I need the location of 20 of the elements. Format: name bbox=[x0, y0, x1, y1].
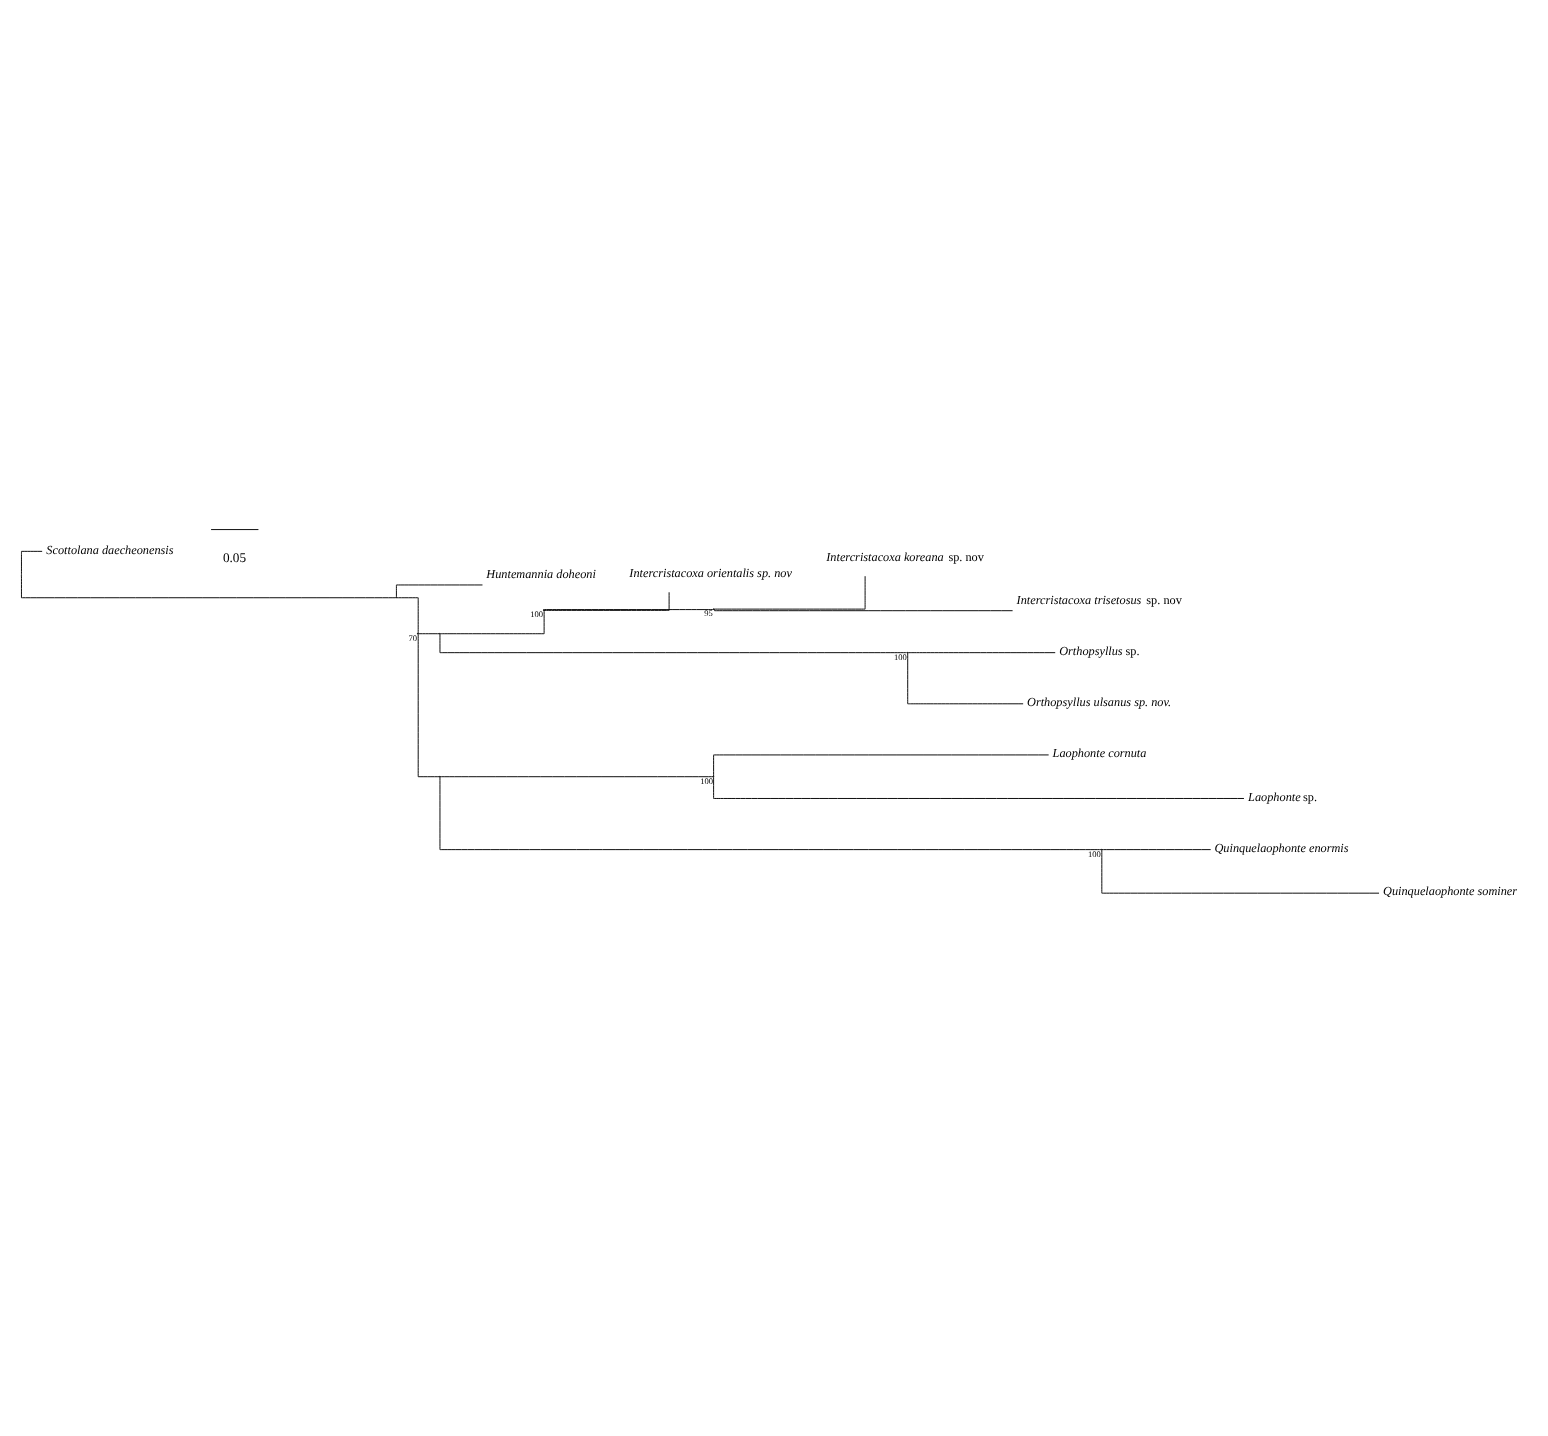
connector bbox=[417, 633, 440, 778]
connector bbox=[713, 776, 1245, 799]
connector bbox=[439, 776, 714, 778]
connector bbox=[714, 608, 1014, 612]
connector bbox=[417, 633, 440, 635]
connector bbox=[907, 652, 1024, 705]
connector bbox=[396, 597, 419, 635]
connector bbox=[439, 633, 907, 654]
connector bbox=[543, 591, 670, 611]
connector bbox=[20, 550, 43, 576]
connector bbox=[713, 575, 866, 610]
connector bbox=[20, 576, 396, 599]
connector bbox=[439, 776, 1102, 851]
connector bbox=[1101, 849, 1212, 851]
connector bbox=[907, 652, 1056, 654]
connector bbox=[439, 609, 545, 635]
connector bbox=[1101, 849, 1380, 894]
connector bbox=[395, 584, 483, 599]
connector bbox=[713, 754, 1050, 777]
connector bbox=[543, 609, 714, 611]
